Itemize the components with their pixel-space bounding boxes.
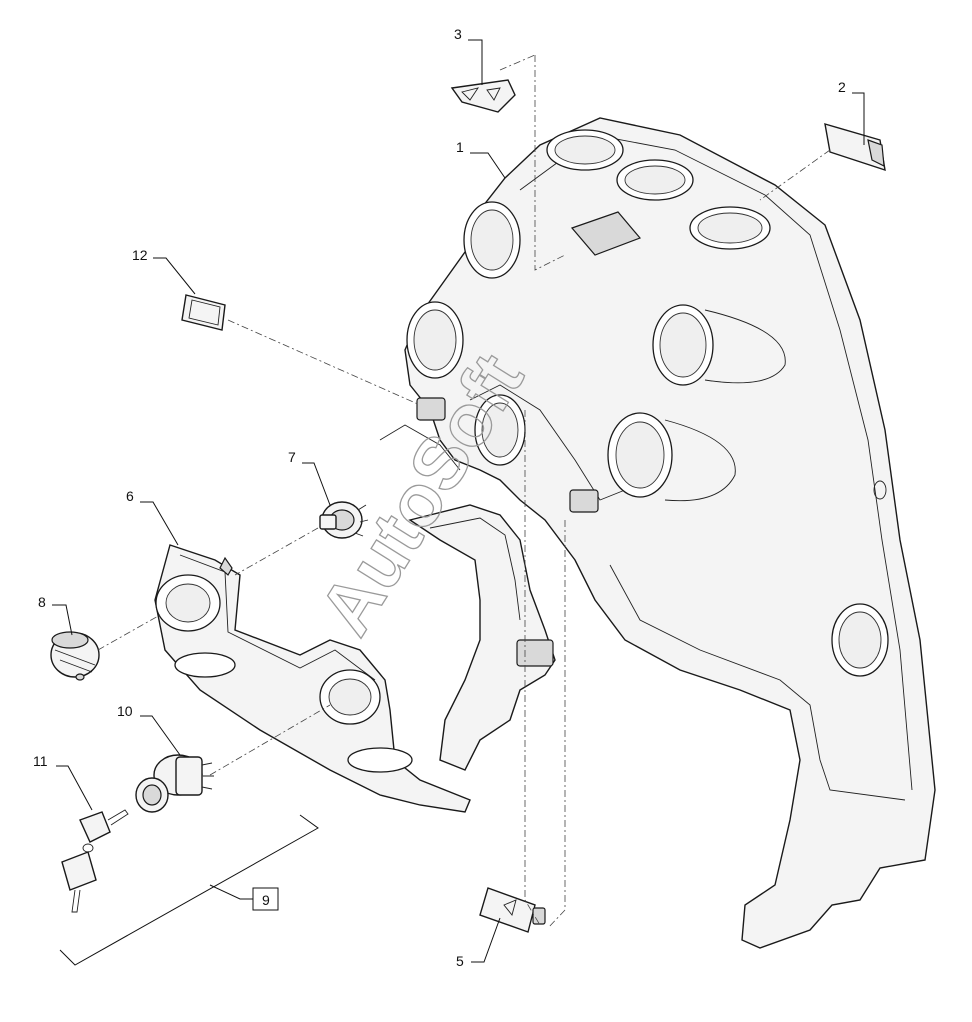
hazard-switch	[479, 887, 546, 933]
callout-3: 3	[454, 26, 483, 85]
callout-12: 12	[132, 247, 196, 295]
callout-label-6: 6	[126, 488, 134, 504]
dashboard-panel	[379, 117, 936, 949]
assembly-lines	[97, 54, 831, 929]
callout-label-8: 8	[38, 594, 46, 610]
callout-label-9: 9	[262, 892, 270, 908]
rotary-switch	[319, 501, 369, 539]
callout-2: 2	[838, 79, 865, 145]
callout-label-11: 11	[33, 753, 48, 769]
steering-column-bracket	[408, 504, 556, 771]
ignition-switch	[135, 754, 214, 813]
callout-6: 6	[126, 488, 179, 546]
connector-block	[824, 123, 886, 172]
callout-label-1: 1	[456, 139, 464, 155]
callout-5: 5	[456, 917, 501, 969]
callout-9: 9	[209, 884, 279, 911]
lower-trim-panel	[154, 544, 471, 813]
callout-label-12: 12	[132, 247, 148, 263]
control-knob	[50, 631, 100, 681]
hazard-switch-cover	[450, 79, 516, 113]
callout-11: 11	[33, 753, 93, 811]
ignition-keys	[61, 809, 129, 913]
callout-label-10: 10	[117, 703, 133, 719]
callout-8: 8	[38, 594, 73, 636]
callout-10: 10	[117, 703, 181, 756]
kit-outline	[59, 814, 319, 966]
callout-1: 1	[456, 139, 506, 179]
callout-7: 7	[288, 449, 331, 506]
callout-label-3: 3	[454, 26, 462, 42]
callout-label-7: 7	[288, 449, 296, 465]
switch-plate	[181, 294, 226, 331]
callout-label-5: 5	[456, 953, 464, 969]
callout-label-2: 2	[838, 79, 846, 95]
